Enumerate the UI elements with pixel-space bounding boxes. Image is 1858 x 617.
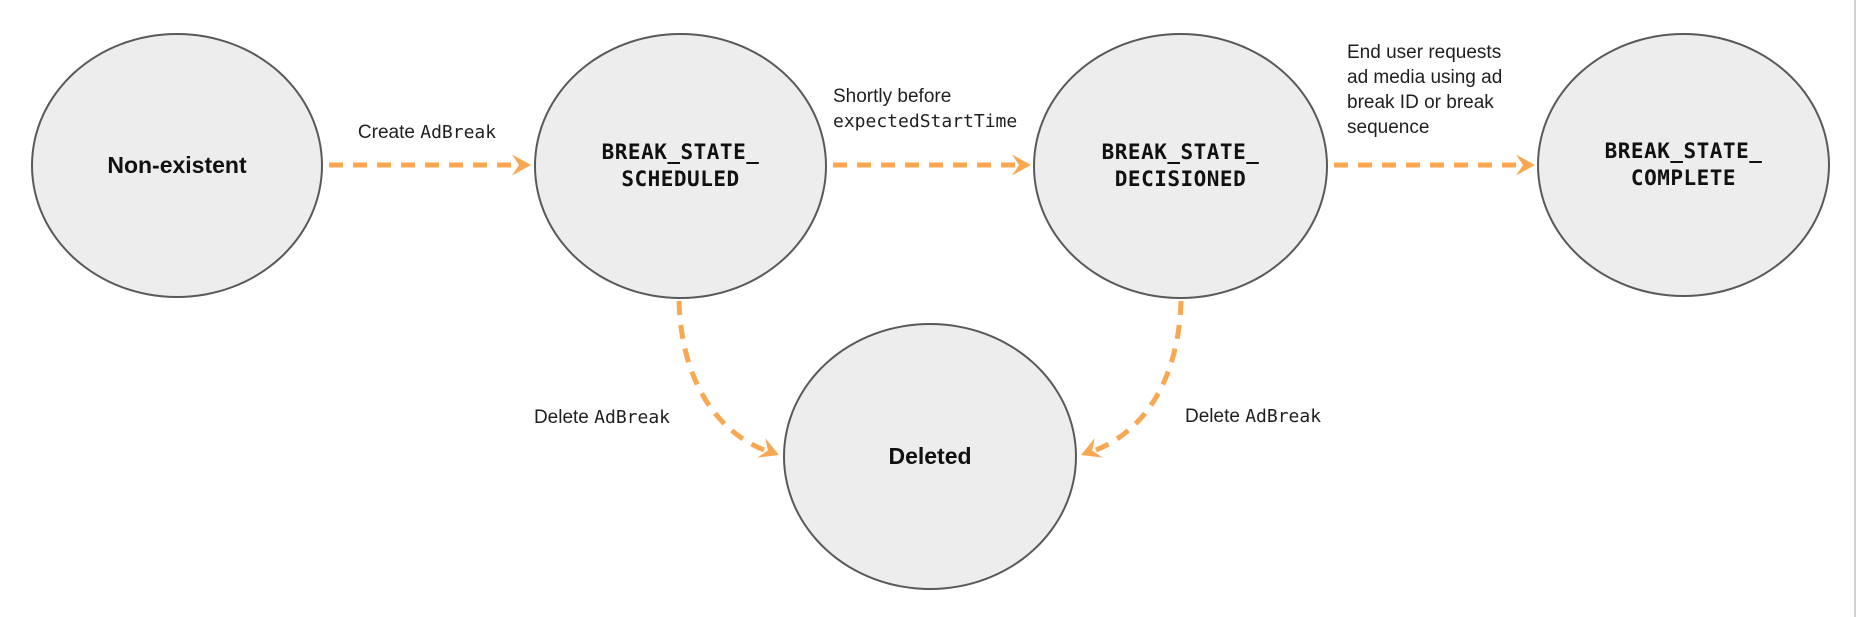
edge-label-text: Create (357, 122, 421, 143)
edge-label-code: AdBreak (420, 122, 497, 143)
state-label: BREAK_STATE_ (1101, 140, 1260, 164)
state-label: SCHEDULED (621, 167, 740, 191)
state-node-non-existent: Non-existent (31, 33, 323, 298)
edge-create-adbreak-arrowhead-icon (512, 154, 531, 176)
edge-label-text: break ID or break (1347, 92, 1494, 113)
state-label: BREAK_STATE_ (1604, 139, 1763, 163)
state-node-break-state-decisioned: BREAK_STATE_ DECISIONED (1033, 33, 1328, 299)
edge-delete-adbreak-left-arrowhead-icon (757, 438, 779, 458)
edge-delete-adbreak-left-line (676, 300, 765, 453)
edge-label-delete-adbreak-left: Delete AdBreak (520, 405, 670, 430)
state-label: DECISIONED (1114, 167, 1247, 191)
state-node-deleted: Deleted (783, 323, 1077, 590)
state-node-break-state-complete: BREAK_STATE_ COMPLETE (1537, 33, 1830, 297)
page-right-border (1854, 0, 1856, 617)
edge-label-shortly-before: Shortly before expectedStartTime (833, 84, 1017, 134)
edge-label-code: AdBreak (594, 407, 670, 428)
edge-label-text: Shortly before (833, 86, 952, 107)
edge-label-create-adbreak: Create AdBreak (358, 120, 496, 145)
edge-label-end-user-requests: End user requests ad media using ad brea… (1347, 40, 1502, 140)
state-label: COMPLETE (1630, 166, 1737, 190)
edge-label-text: ad media using ad (1347, 67, 1503, 88)
edge-end-user-requests-arrowhead-icon (1516, 154, 1535, 176)
state-node-break-state-scheduled: BREAK_STATE_ SCHEDULED (534, 33, 827, 299)
state-label: BREAK_STATE_ (601, 140, 760, 164)
edge-label-delete-adbreak-right: Delete AdBreak (1185, 404, 1321, 429)
edge-delete-adbreak-right-line (1095, 300, 1184, 453)
edge-label-text: Delete (1185, 406, 1246, 427)
edge-shortly-before-arrowhead-icon (1012, 154, 1031, 176)
state-label: Deleted (888, 443, 972, 469)
state-label: Non-existent (107, 152, 247, 178)
edge-label-code: expectedStartTime (833, 111, 1018, 132)
edge-label-text: End user requests (1347, 42, 1502, 63)
edge-label-text: Delete (533, 407, 595, 428)
edge-label-code: AdBreak (1245, 406, 1322, 427)
edge-delete-adbreak-right-arrowhead-icon (1081, 438, 1103, 458)
edge-label-text: sequence (1347, 117, 1430, 138)
